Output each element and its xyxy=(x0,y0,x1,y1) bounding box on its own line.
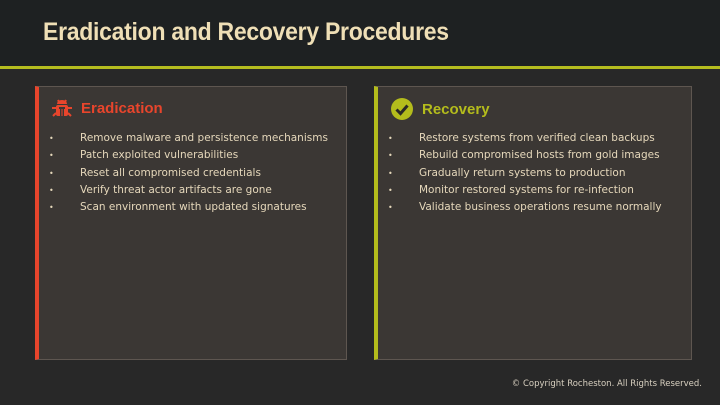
copyright: © Copyright Rocheston. All Rights Reserv… xyxy=(511,379,702,389)
list-item: •Verify threat actor artifacts are gone xyxy=(49,183,272,196)
list-item: •Remove malware and persistence mechanis… xyxy=(49,132,328,144)
list-item: •Reset all compromised credentials xyxy=(49,166,261,179)
list-item: •Scan environment with updated signature… xyxy=(49,201,307,214)
list-item: •Patch exploited vulnerabilities xyxy=(49,149,239,162)
header: Eradication and Recovery Procedures xyxy=(0,0,720,66)
list-item: •Restore systems from verified clean bac… xyxy=(388,132,655,144)
page-title: Eradication and Recovery Procedures xyxy=(43,18,449,46)
eradication-card: Eradication •Remove malware and persiste… xyxy=(35,86,347,360)
recovery-card: Recovery •Restore systems from verified … xyxy=(374,86,692,360)
recovery-heading: Recovery xyxy=(422,100,490,118)
check-circle-icon xyxy=(391,98,413,120)
list-item: •Rebuild compromised hosts from gold ima… xyxy=(388,149,660,162)
eradication-list: •Remove malware and persistence mechanis… xyxy=(49,132,328,218)
divider xyxy=(0,66,720,69)
list-item: •Validate business operations resume nor… xyxy=(388,201,662,214)
list-item: •Gradually return systems to production xyxy=(388,166,626,179)
bug-icon xyxy=(52,99,72,117)
list-item: •Monitor restored systems for re-infecti… xyxy=(388,183,634,196)
recovery-list: •Restore systems from verified clean bac… xyxy=(388,132,662,218)
eradication-heading: Eradication xyxy=(81,99,163,117)
